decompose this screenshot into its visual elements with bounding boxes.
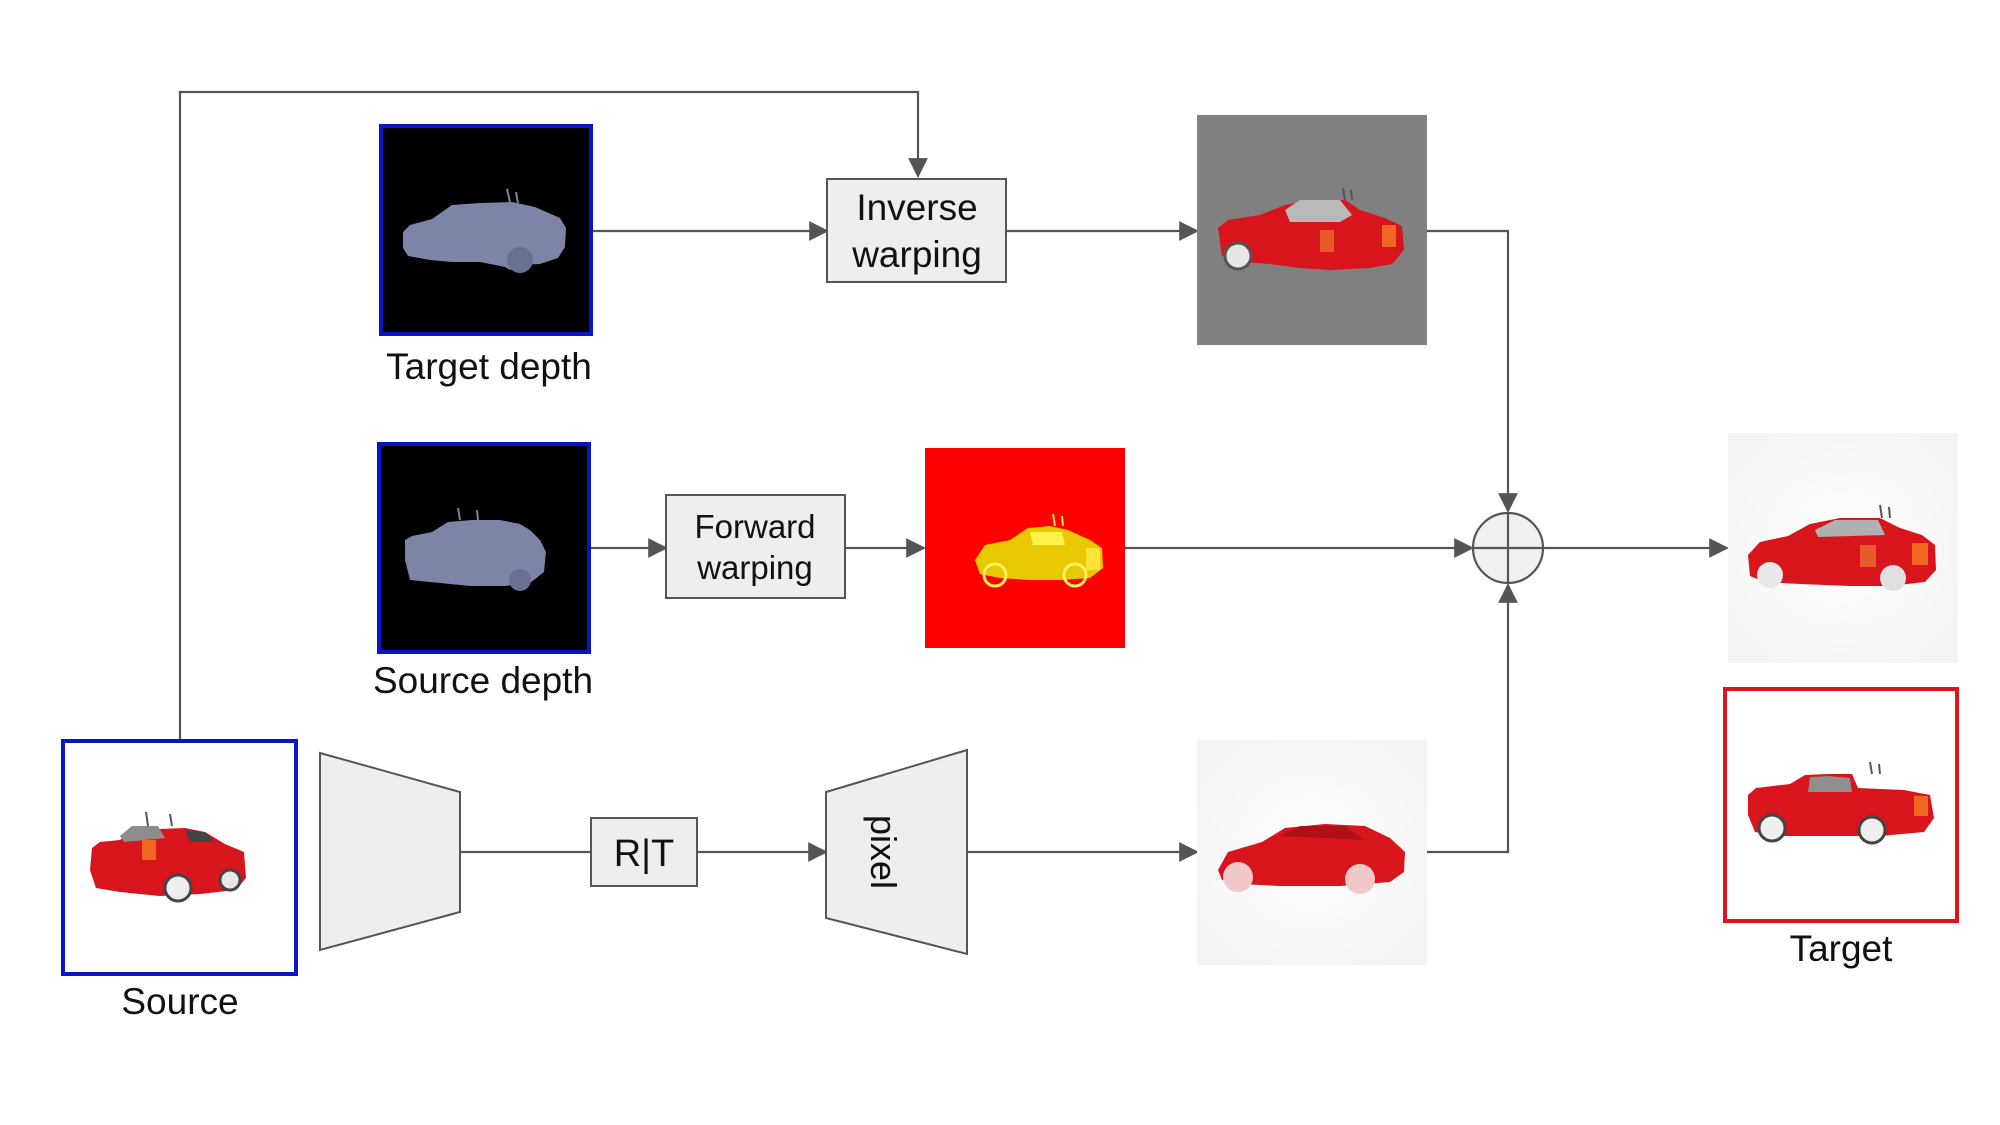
pixel-label: pixel — [863, 815, 904, 889]
inverse-warping-box: Inverse warping — [826, 178, 1007, 283]
forward-warping-line2: warping — [696, 549, 813, 586]
circle-plus-icon — [1471, 511, 1545, 585]
inverse-warping-line2: warping — [851, 234, 982, 275]
result-image — [1728, 433, 1958, 663]
rt-box: R|T — [590, 817, 698, 887]
arrow-inverse-output-to-combine — [1427, 229, 1518, 513]
target-depth-label: Target depth — [386, 346, 592, 387]
target-image — [1723, 687, 1959, 923]
decoder-trapezoid: pixel — [825, 748, 968, 956]
forward-warping-line1: Forward — [694, 508, 815, 545]
source-depth-image — [377, 442, 591, 654]
inverse-warping-line1: Inverse — [856, 187, 977, 228]
forward-warping-box: Forward warping — [665, 494, 846, 599]
target-label: Target — [1790, 928, 1894, 969]
source-depth-label: Source depth — [373, 660, 593, 701]
pixel-output-image — [1197, 740, 1427, 965]
source-label: Source — [121, 981, 238, 1022]
forward-warping-output-image — [925, 448, 1125, 648]
rt-label: R|T — [614, 833, 675, 875]
connectors — [178, 90, 1729, 862]
target-depth-image — [379, 124, 593, 336]
arrow-pixel-output-to-combine — [1427, 583, 1518, 854]
inverse-warping-output-image — [1197, 115, 1427, 345]
source-image — [61, 739, 298, 976]
encoder-trapezoid — [319, 751, 461, 952]
arrow-source-to-inverse — [178, 90, 928, 740]
